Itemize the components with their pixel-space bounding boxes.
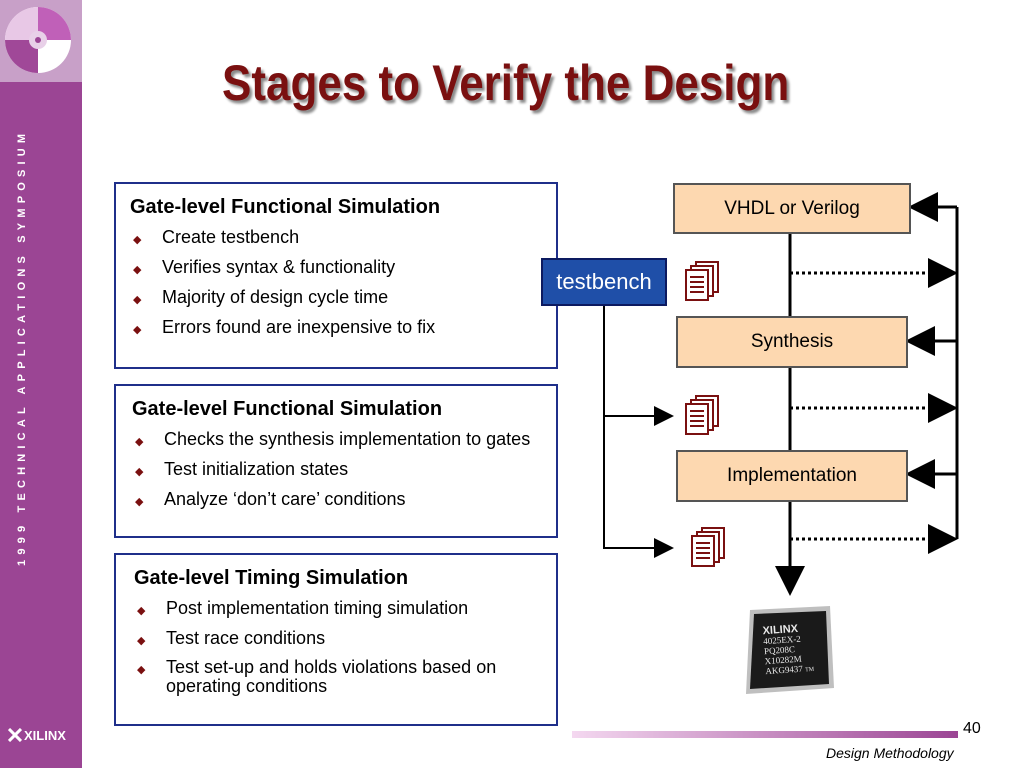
cd-logo [0, 0, 82, 82]
list-item: ◆Analyze ‘don’t care’ conditions [132, 489, 556, 509]
diamond-bullet-icon: ◆ [135, 496, 144, 508]
vhdl-box: VHDL or Verilog [673, 183, 911, 234]
sidebar-xilinx-logo: XILINX [7, 726, 78, 748]
stage-box-1: Gate-level Functional Simulation ◆Create… [114, 182, 558, 369]
fpga-chip: XILINX 4025EX-2 PQ208C X10282M AKG9437 T… [738, 602, 838, 698]
testbench-box: testbench [541, 258, 667, 306]
stage-box-2-heading: Gate-level Functional Simulation [132, 398, 443, 420]
diamond-bullet-icon: ◆ [133, 234, 142, 246]
document-stack-icon [685, 395, 719, 435]
diamond-bullet-icon: ◆ [137, 605, 146, 617]
list-item: ◆Create testbench [130, 227, 556, 247]
chip-body-icon [746, 606, 834, 694]
xilinx-mark-icon [7, 727, 23, 743]
diamond-bullet-icon: ◆ [133, 324, 142, 336]
list-item: ◆Test initialization states [132, 459, 556, 479]
diamond-bullet-icon: ◆ [135, 466, 144, 478]
testbench-arrow-2 [603, 416, 674, 558]
diamond-bullet-icon: ◆ [137, 635, 146, 647]
synthesis-box: Synthesis [676, 316, 908, 368]
document-stack-icon [691, 527, 725, 567]
page-title: Stages to Verify the Design [222, 55, 790, 111]
list-item: ◆Errors found are inexpensive to fix [130, 317, 556, 337]
chip-line: AKG9437 [765, 663, 804, 677]
stage-box-3-heading: Gate-level Timing Simulation [134, 567, 409, 589]
stage-box-3: Gate-level Timing Simulation ◆Post imple… [114, 553, 558, 726]
footer-bar [572, 731, 958, 738]
list-item: ◆Post implementation timing simulation [134, 598, 556, 618]
list-item: ◆Test race conditions [134, 628, 556, 648]
document-stack-icon [685, 261, 719, 301]
diamond-bullet-icon: ◆ [137, 664, 146, 676]
sidebar [0, 0, 82, 768]
chip-tm: TM [804, 666, 815, 674]
stage-box-1-heading: Gate-level Functional Simulation [130, 196, 441, 218]
page-number: 40 [963, 720, 981, 737]
list-item: ◆Test set-up and holds violations based … [137, 657, 497, 696]
testbench-arrow-1 [603, 302, 674, 426]
list-item: ◆Majority of design cycle time [130, 287, 556, 307]
diamond-bullet-icon: ◆ [133, 294, 142, 306]
sidebar-logo-text: XILINX [24, 728, 66, 743]
list-item: ◆Checks the synthesis implementation to … [132, 429, 556, 449]
diamond-bullet-icon: ◆ [135, 436, 144, 448]
list-item: ◆Verifies syntax & functionality [130, 257, 556, 277]
stage-box-2: Gate-level Functional Simulation ◆Checks… [114, 384, 558, 538]
diamond-bullet-icon: ◆ [133, 264, 142, 276]
implementation-box: Implementation [676, 450, 908, 502]
footer-section: Design Methodology [826, 745, 954, 761]
cd-icon [5, 7, 71, 73]
